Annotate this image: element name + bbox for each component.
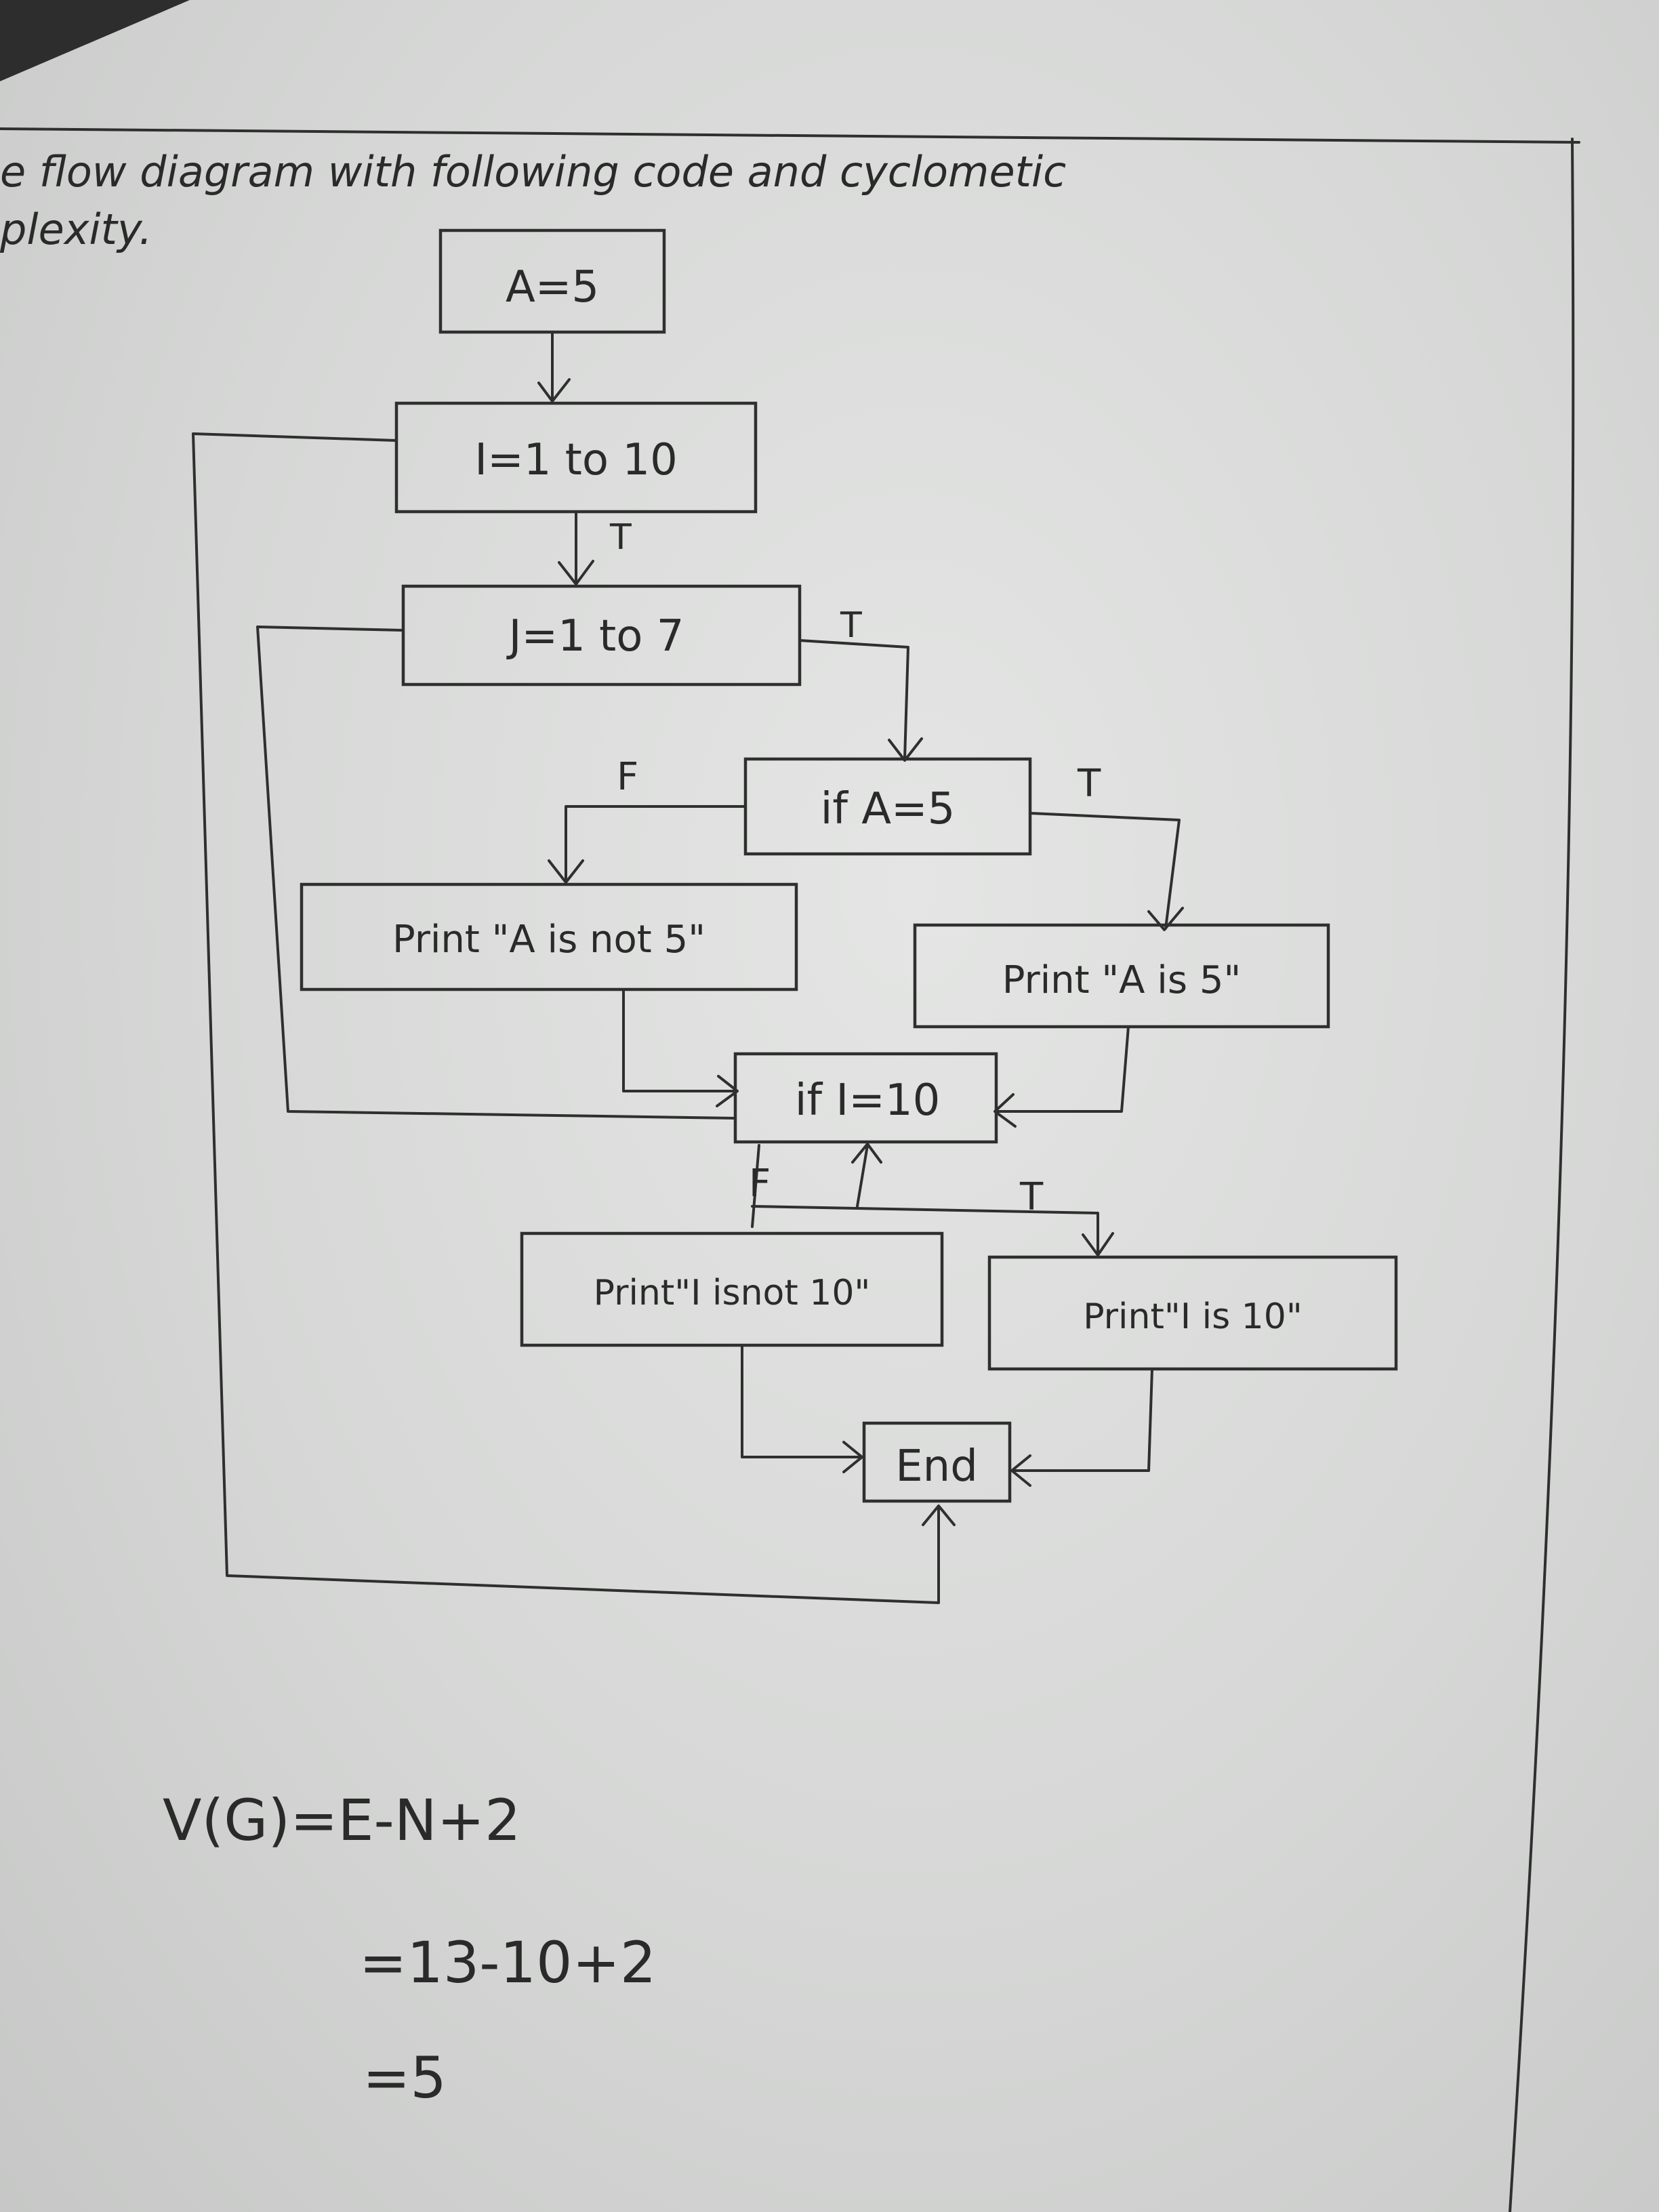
right-margin-line [1509, 138, 1575, 2212]
node-j-loop: J=1 to 7 [506, 611, 684, 661]
label-i-to-j: T [609, 517, 632, 558]
node-box-print-i-is [987, 1255, 1398, 1371]
node-print-a-is: Print "A is 5" [1002, 958, 1241, 1002]
edge-if-i-false [751, 1144, 760, 1228]
edge-if-a-true [1029, 812, 1184, 931]
label-if-a-false: F [617, 755, 638, 799]
node-print-a-not: Print "A is not 5" [392, 918, 705, 962]
node-box-print-a-not [300, 882, 798, 991]
edge-i-to-j [558, 510, 594, 586]
node-print-i-is: Print"I is 10" [1083, 1296, 1303, 1337]
label-if-a-true: T [1077, 762, 1101, 806]
node-box-end [862, 1421, 1012, 1503]
label-if-i-false: F [749, 1162, 771, 1206]
label-if-i-true: T [1019, 1175, 1044, 1219]
node-print-i-not: Print"I isnot 10" [594, 1273, 871, 1313]
node-end: End [895, 1441, 978, 1492]
node-box-print-a-is [913, 923, 1330, 1029]
formula-line-3: =5 [363, 2045, 447, 2111]
edge-loop-back-i [192, 432, 956, 1604]
top-margin-line [0, 127, 1580, 144]
node-if-a: if A=5 [821, 784, 956, 834]
header-line-1: e flow diagram with following code and c… [0, 147, 1066, 197]
edge-if-a-false [548, 805, 747, 884]
edge-j-to-if-a [798, 639, 923, 762]
edge-loop-back-j [256, 626, 737, 1120]
node-a-assign: A=5 [506, 262, 599, 312]
edge-up-into-if-i [851, 1143, 882, 1208]
node-box-print-i-not [520, 1231, 944, 1347]
formula-line-1: V(G)=E-N+2 [163, 1787, 521, 1853]
header-line-2: plexity. [0, 205, 152, 254]
node-i-loop: I=1 to 10 [474, 435, 678, 485]
edge-print-a-not-to-if-i [622, 988, 739, 1107]
formula-line-2: =13-10+2 [359, 1929, 656, 1996]
edge-print-i-not-to-end [741, 1344, 863, 1473]
node-box-if-i [733, 1052, 998, 1144]
label-j-to-if-a: T [840, 605, 862, 646]
desk-corner [0, 0, 190, 81]
edge-print-i-is-to-end [1010, 1368, 1153, 1487]
edge-if-i-true [751, 1205, 1114, 1256]
node-if-i: if I=10 [795, 1076, 941, 1126]
edge-print-a-is-to-if-i [994, 1025, 1130, 1128]
edge-a-to-i [537, 331, 571, 403]
node-box-j-loop [401, 584, 802, 687]
